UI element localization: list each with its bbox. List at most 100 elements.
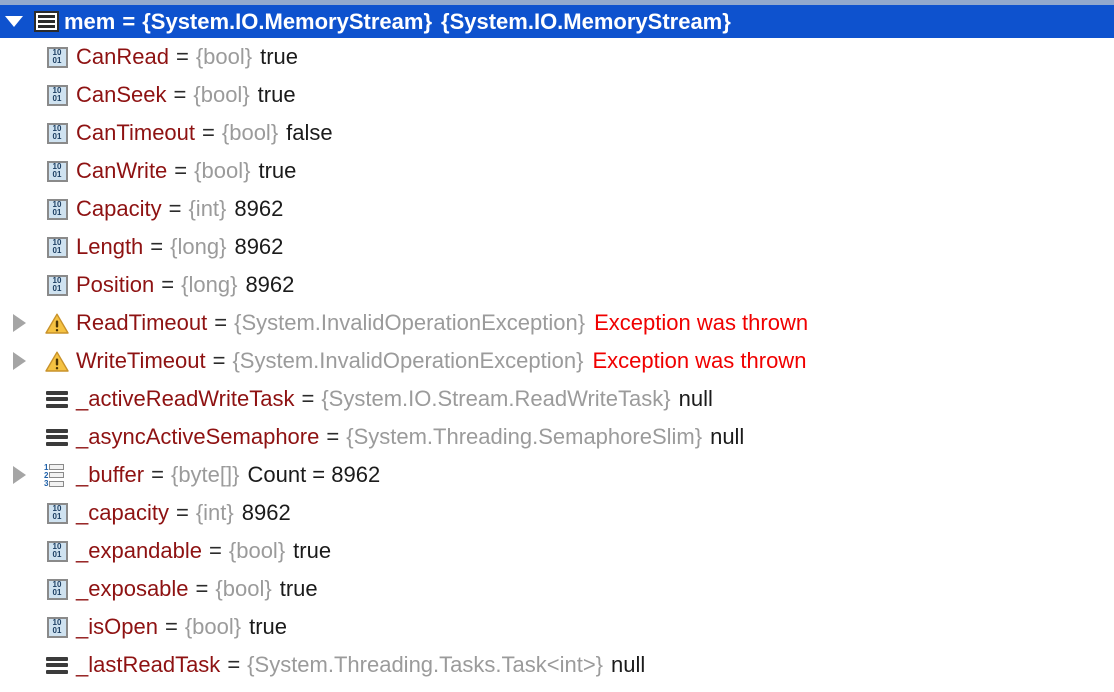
row-label: _expandable={bool}true xyxy=(76,538,331,564)
variable-value: true xyxy=(279,576,318,601)
expander-cell xyxy=(0,570,38,608)
equals-sign: = xyxy=(173,82,187,107)
expander-cell xyxy=(0,266,38,304)
variables-tree[interactable]: mem = {System.IO.MemoryStream} {System.I… xyxy=(0,5,1114,684)
equals-sign: = xyxy=(122,8,136,34)
row-label: _activeReadWriteTask={System.IO.Stream.R… xyxy=(76,386,713,412)
equals-sign: = xyxy=(209,538,222,563)
variable-name: CanTimeout xyxy=(76,120,196,145)
variable-value: true xyxy=(257,82,296,107)
equals-sign: = xyxy=(227,652,241,677)
chevron-right-icon[interactable] xyxy=(12,314,26,332)
tree-row[interactable]: ReadTimeout={System.InvalidOperationExce… xyxy=(0,304,1114,342)
icon-cell xyxy=(38,380,76,418)
expander-cell xyxy=(0,608,38,646)
equals-sign: = xyxy=(212,348,226,373)
variable-name: _lastReadTask xyxy=(76,652,221,677)
expander-cell[interactable] xyxy=(0,304,38,342)
variable-value: null xyxy=(710,424,745,449)
row-label: CanRead={bool}true xyxy=(76,44,298,70)
variable-value: null xyxy=(678,386,713,411)
expander-cell xyxy=(0,152,38,190)
equals-sign: = xyxy=(195,576,209,601)
icon-cell xyxy=(38,342,76,380)
row-label: WriteTimeout={System.InvalidOperationExc… xyxy=(76,348,806,374)
equals-sign: = xyxy=(174,158,188,183)
row-label: Capacity={int}8962 xyxy=(76,196,283,222)
variable-type: {int} xyxy=(188,196,227,221)
warning-icon xyxy=(45,313,69,334)
tree-row[interactable]: WriteTimeout={System.InvalidOperationExc… xyxy=(0,342,1114,380)
variable-name: mem xyxy=(64,8,116,34)
icon-cell xyxy=(38,418,76,456)
tree-row-root[interactable]: mem = {System.IO.MemoryStream} {System.I… xyxy=(0,5,1114,38)
tree-row[interactable]: _lastReadTask={System.Threading.Tasks.Ta… xyxy=(0,646,1114,684)
variable-name: _exposable xyxy=(76,576,189,601)
expander-cell xyxy=(0,76,38,114)
variable-type: {long} xyxy=(170,234,227,259)
expander-cell[interactable] xyxy=(0,5,28,38)
variable-value: true xyxy=(258,158,297,183)
expander-cell[interactable] xyxy=(0,342,38,380)
variable-name: _expandable xyxy=(76,538,203,563)
variable-name: CanWrite xyxy=(76,158,168,183)
row-label: Position={long}8962 xyxy=(76,272,294,298)
expander-cell[interactable] xyxy=(0,456,38,494)
field-icon xyxy=(46,656,68,674)
row-label: CanSeek={bool}true xyxy=(76,82,296,108)
variable-type: {System.Threading.Tasks.Task<int>} xyxy=(247,652,604,677)
expander-cell xyxy=(0,494,38,532)
chevron-down-icon[interactable] xyxy=(5,16,23,27)
icon-cell xyxy=(28,5,64,38)
field-icon xyxy=(46,428,68,446)
variable-name: _buffer xyxy=(76,462,145,487)
variable-value: true xyxy=(249,614,288,639)
variable-type: {byte[]} xyxy=(170,462,240,487)
variable-name: _asyncActiveSemaphore xyxy=(76,424,320,449)
tree-row[interactable]: _activeReadWriteTask={System.IO.Stream.R… xyxy=(0,380,1114,418)
row-label: Length={long}8962 xyxy=(76,234,283,260)
variable-type: {System.IO.MemoryStream} xyxy=(142,8,433,34)
exception-message: Exception was thrown xyxy=(594,310,809,335)
variable-name: CanRead xyxy=(76,44,169,69)
variable-type: {bool} xyxy=(215,576,272,601)
tree-row[interactable]: _asyncActiveSemaphore={System.Threading.… xyxy=(0,418,1114,456)
expander-cell xyxy=(0,190,38,228)
row-label: _isOpen={bool}true xyxy=(76,614,287,640)
variable-value: 8962 xyxy=(245,272,295,297)
chevron-right-icon[interactable] xyxy=(12,466,26,484)
expander-cell xyxy=(0,380,38,418)
variable-value: {System.IO.MemoryStream} xyxy=(441,8,731,34)
variable-type: {bool} xyxy=(184,614,242,639)
chevron-right-icon[interactable] xyxy=(12,352,26,370)
exception-message: Exception was thrown xyxy=(592,348,807,373)
variable-value: false xyxy=(286,120,333,145)
row-label: _capacity={int}8962 xyxy=(76,500,291,526)
variable-type: {System.InvalidOperationException} xyxy=(232,348,584,373)
